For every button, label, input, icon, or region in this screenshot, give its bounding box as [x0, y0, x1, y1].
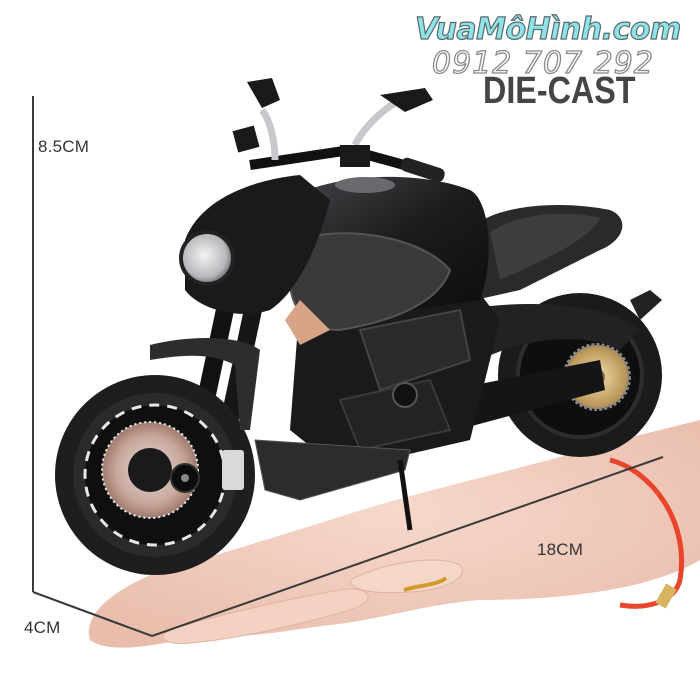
brake-caliper [222, 450, 244, 490]
front-wheel [55, 375, 255, 575]
diecast-label: DIE-CAST [483, 70, 636, 112]
height-label: 8.5CM [38, 137, 90, 156]
length-label: 18CM [537, 540, 584, 559]
belly-pan [254, 439, 411, 501]
width-label: 4CM [24, 618, 61, 637]
left-mirror [247, 78, 280, 108]
watermark-phone: 0912 707 292 [431, 45, 654, 81]
handlebars [232, 78, 445, 182]
front-fender [150, 338, 260, 430]
side-reflector [285, 300, 330, 345]
kickstand [397, 459, 413, 531]
width-dimension-line [32, 591, 153, 637]
right-mirror [380, 88, 433, 112]
license-bracket [630, 290, 662, 320]
rear-fender [460, 304, 640, 360]
hand [88, 420, 700, 648]
bracelet [609, 457, 684, 609]
headlight [179, 230, 235, 286]
watermark-site: VuaMôHình.com [414, 11, 681, 47]
length-dimension-line [151, 456, 664, 637]
fuel-cap [335, 177, 395, 193]
dimension-lines [32, 96, 664, 637]
